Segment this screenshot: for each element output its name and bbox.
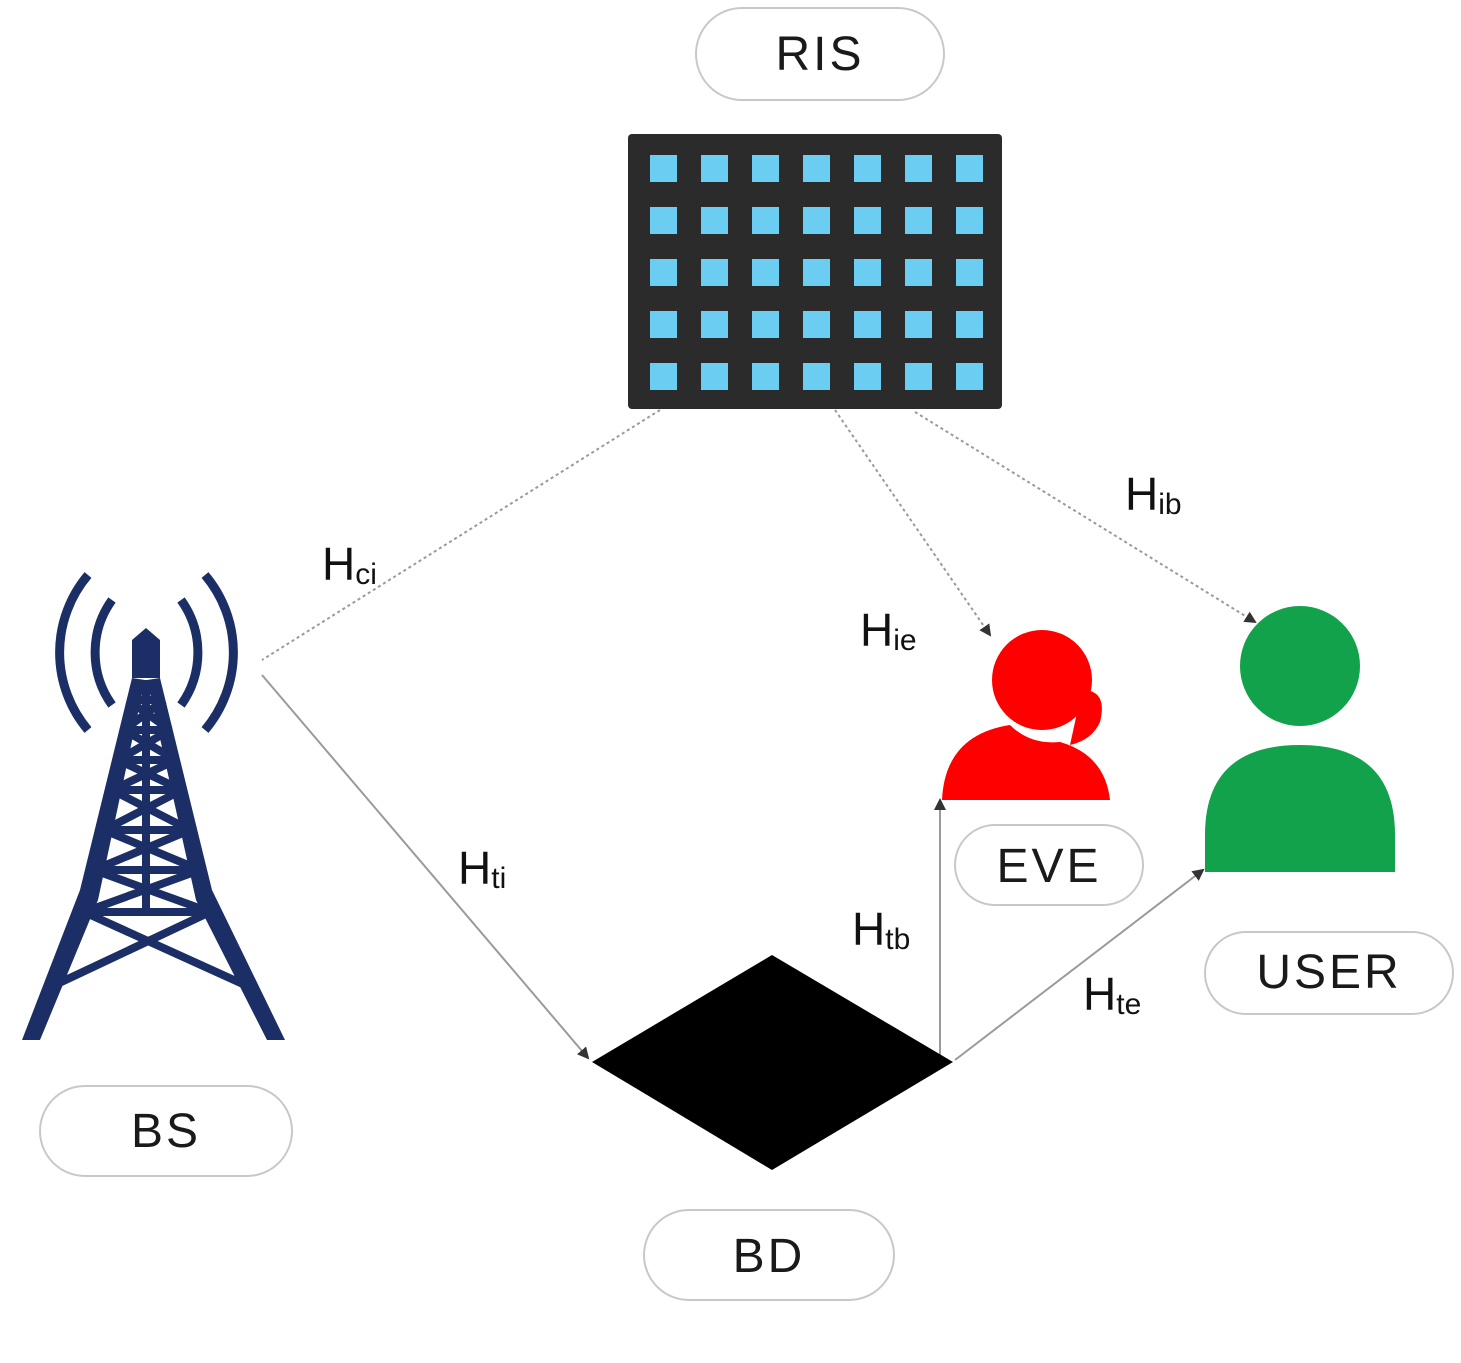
ris-element bbox=[752, 207, 779, 234]
channel-label-h-te: Hte bbox=[1083, 968, 1141, 1021]
svg-text:Hte: Hte bbox=[1083, 968, 1141, 1021]
ris-element bbox=[701, 363, 728, 390]
channel-label-h-ti: Hti bbox=[458, 842, 506, 895]
ris-element bbox=[905, 207, 932, 234]
ris-element bbox=[956, 155, 983, 182]
ris-element bbox=[905, 363, 932, 390]
ris-element bbox=[905, 311, 932, 338]
bs-label: BS bbox=[39, 1085, 293, 1177]
h-ib-main: H bbox=[1125, 468, 1158, 520]
channel-links bbox=[261, 409, 1257, 1061]
ris-element bbox=[650, 207, 677, 234]
signal-wave-right-outer bbox=[201, 572, 238, 733]
tower-top bbox=[132, 628, 160, 678]
channel-label-h-ib: Hib bbox=[1125, 468, 1182, 521]
eve-headphone bbox=[1070, 690, 1102, 745]
ris-element bbox=[701, 259, 728, 286]
link-bd-user bbox=[954, 868, 1205, 1061]
ris-element bbox=[854, 259, 881, 286]
ris-element bbox=[701, 311, 728, 338]
ris-element bbox=[752, 259, 779, 286]
user-label-box bbox=[1204, 931, 1454, 1015]
ris-element bbox=[854, 155, 881, 182]
ris-element bbox=[701, 155, 728, 182]
user-body bbox=[1205, 745, 1395, 872]
ris-element bbox=[905, 155, 932, 182]
bd-label: BD bbox=[643, 1209, 895, 1301]
eve-label: EVE bbox=[954, 824, 1144, 906]
bd-label-text: BD bbox=[733, 1230, 806, 1283]
ris-element bbox=[905, 259, 932, 286]
ris-element bbox=[854, 311, 881, 338]
signal-wave-left-inner bbox=[90, 597, 116, 708]
svg-text:Htb: Htb bbox=[852, 903, 910, 956]
ris-element bbox=[752, 311, 779, 338]
channel-label-h-ie: Hie bbox=[860, 604, 917, 657]
h-ie-main: H bbox=[860, 604, 893, 656]
ris-element bbox=[752, 155, 779, 182]
link-bs-bd bbox=[261, 674, 590, 1060]
ris-element bbox=[956, 363, 983, 390]
ris-element bbox=[854, 207, 881, 234]
h-ib-sub: ib bbox=[1158, 488, 1181, 521]
ris-element bbox=[752, 363, 779, 390]
bs-label-box bbox=[39, 1085, 293, 1177]
user-label-text: USER bbox=[1256, 946, 1401, 999]
h-ti-main: H bbox=[458, 842, 491, 894]
h-tb-main: H bbox=[852, 903, 885, 955]
ris-element bbox=[956, 259, 983, 286]
bd-diamond bbox=[592, 955, 953, 1170]
ris-element bbox=[803, 207, 830, 234]
signal-wave-left-outer bbox=[55, 572, 92, 733]
user-label: USER bbox=[1204, 931, 1454, 1015]
tower-leg-right bbox=[147, 678, 285, 1040]
eve-label-text: EVE bbox=[996, 840, 1101, 893]
ris-element bbox=[854, 363, 881, 390]
ris-label-text: RIS bbox=[775, 28, 864, 81]
h-ci-main: H bbox=[322, 538, 355, 590]
ris-element bbox=[803, 363, 830, 390]
signal-wave-right-inner bbox=[177, 597, 203, 708]
ris-element bbox=[650, 155, 677, 182]
tower-crossbars bbox=[53, 680, 247, 989]
svg-text:Hti: Hti bbox=[458, 842, 506, 895]
svg-text:Hci: Hci bbox=[322, 538, 377, 591]
user-person-icon bbox=[1205, 606, 1395, 872]
bs-label-text: BS bbox=[131, 1105, 201, 1158]
h-te-sub: te bbox=[1116, 988, 1141, 1021]
ris-element bbox=[701, 207, 728, 234]
h-ti-sub: ti bbox=[491, 862, 506, 895]
h-ie-sub: ie bbox=[893, 624, 916, 657]
h-ci-sub: ci bbox=[355, 558, 377, 591]
ris-label-box bbox=[695, 7, 945, 101]
ris-elements bbox=[650, 155, 983, 390]
ris-element bbox=[650, 311, 677, 338]
link-ris-bs bbox=[261, 409, 661, 661]
channel-label-h-tb: Htb bbox=[852, 903, 910, 956]
svg-text:Hie: Hie bbox=[860, 604, 917, 657]
tower-leg-left bbox=[22, 678, 145, 1040]
ris-element bbox=[956, 311, 983, 338]
eve-body bbox=[942, 725, 1110, 800]
ris-label: RIS bbox=[695, 7, 945, 101]
bd-label-box bbox=[643, 1209, 895, 1301]
eve-person-icon bbox=[942, 630, 1110, 800]
channel-label-h-ci: Hci bbox=[322, 538, 377, 591]
eve-label-box bbox=[954, 824, 1144, 906]
h-tb-sub: tb bbox=[885, 923, 910, 956]
svg-text:Hib: Hib bbox=[1125, 468, 1182, 521]
ris-element bbox=[650, 259, 677, 286]
ris-panel bbox=[628, 134, 1002, 409]
link-ris-user bbox=[914, 411, 1257, 624]
ris-element bbox=[956, 207, 983, 234]
h-te-main: H bbox=[1083, 968, 1116, 1020]
ris-element bbox=[803, 311, 830, 338]
user-head bbox=[1240, 606, 1360, 726]
ris-element bbox=[803, 155, 830, 182]
ris-element bbox=[650, 363, 677, 390]
eve-head bbox=[992, 630, 1092, 730]
bs-tower-icon bbox=[22, 572, 285, 1040]
ris-element bbox=[803, 259, 830, 286]
